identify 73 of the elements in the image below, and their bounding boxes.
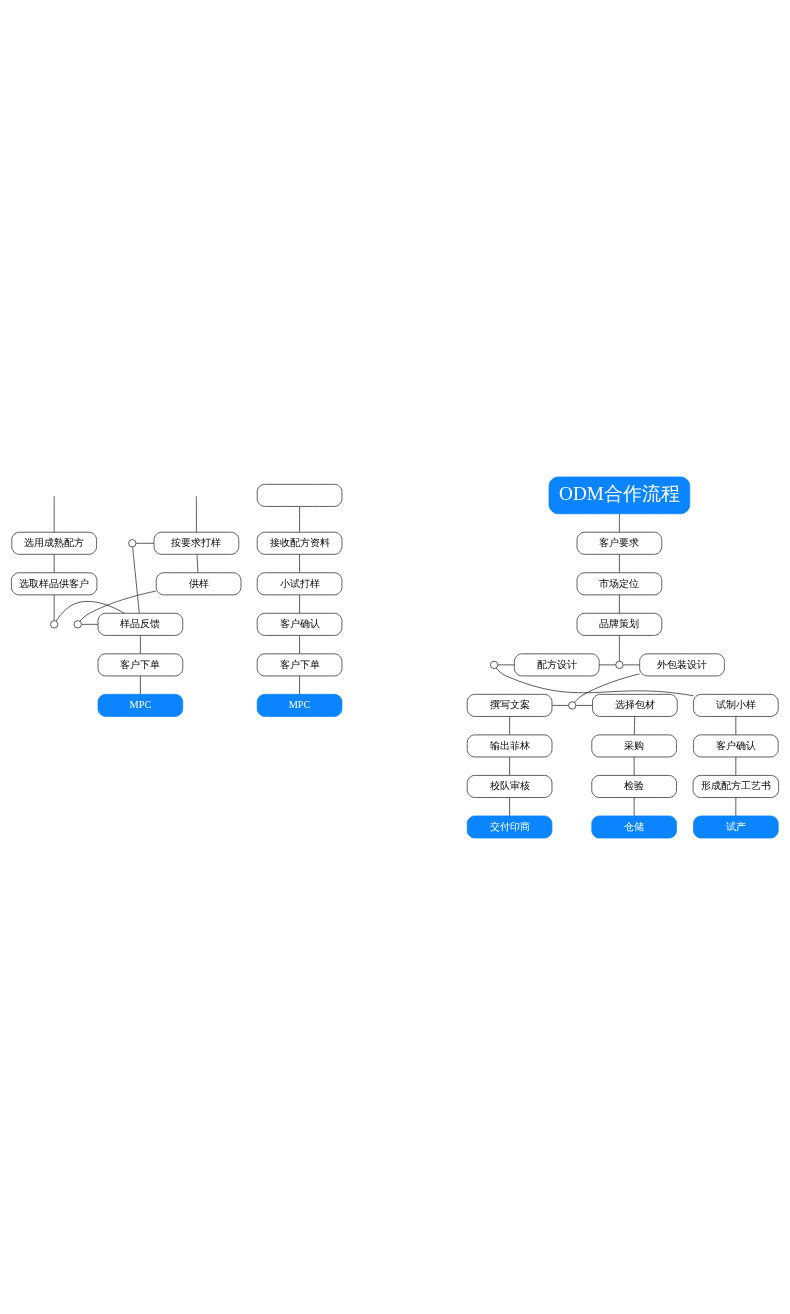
connector xyxy=(140,634,141,654)
node-circle xyxy=(73,619,82,628)
node-box: 交付印商 xyxy=(466,815,553,838)
connector xyxy=(509,756,510,776)
node-box: 检验 xyxy=(591,774,677,798)
connector xyxy=(299,675,300,695)
node-box: 试产 xyxy=(693,815,779,838)
connector xyxy=(619,513,620,532)
node-box: 仓储 xyxy=(591,815,677,838)
node-circle xyxy=(128,538,137,547)
node-circle xyxy=(615,660,624,669)
node-box: MPC xyxy=(256,693,343,717)
node-box: 市场定位 xyxy=(576,571,663,595)
node-box: 客户要求 xyxy=(576,531,663,555)
node-box: MPC xyxy=(97,693,184,717)
connector xyxy=(598,664,616,665)
connector xyxy=(622,664,640,665)
connector xyxy=(574,672,640,703)
connector xyxy=(735,715,737,735)
node-box: 客户下单 xyxy=(97,652,184,676)
node-circle xyxy=(50,619,59,628)
connector xyxy=(619,594,620,613)
connector xyxy=(735,756,737,776)
connector xyxy=(497,664,515,665)
node-box: 客户确认 xyxy=(693,734,779,757)
connector xyxy=(495,667,694,696)
connector xyxy=(299,505,300,532)
connector xyxy=(619,553,620,573)
connector xyxy=(633,715,636,735)
connector xyxy=(633,796,635,816)
node-box: 形成配方工艺书 xyxy=(692,774,779,798)
connector xyxy=(633,756,635,776)
node-box: 输出菲林 xyxy=(466,734,553,757)
node-box: ODM合作流程 xyxy=(548,476,691,514)
node-box: 采购 xyxy=(591,734,677,757)
connector xyxy=(299,553,300,573)
node-circle xyxy=(568,700,577,709)
connector xyxy=(79,590,157,622)
connector xyxy=(619,634,620,661)
connector xyxy=(575,704,593,706)
node-box: 选取样品供客户 xyxy=(11,571,98,595)
connector xyxy=(196,495,197,532)
connector xyxy=(196,553,199,573)
connector xyxy=(509,715,510,735)
node-circle xyxy=(490,660,499,669)
node-box: 样品反馈 xyxy=(97,612,184,636)
node-box: 选用成熟配方 xyxy=(11,531,97,555)
connector xyxy=(509,796,510,816)
node-box: 按要求打样 xyxy=(153,531,240,555)
node-box: 客户下单 xyxy=(256,652,343,676)
node-box: 小试打样 xyxy=(256,571,343,595)
connector xyxy=(735,796,737,816)
connector xyxy=(53,553,55,573)
connector xyxy=(551,704,569,706)
node-box: 配方设计 xyxy=(514,652,600,676)
node-box: 外包装设计 xyxy=(639,652,725,676)
node-box: 客户确认 xyxy=(256,612,343,636)
node-box: 供样 xyxy=(155,571,242,595)
connector xyxy=(299,594,300,613)
node-box xyxy=(256,483,343,507)
connector xyxy=(299,634,300,654)
connector xyxy=(140,675,141,695)
node-box: 品牌策划 xyxy=(576,612,663,636)
node-box: 接收配方资料 xyxy=(256,531,343,555)
connector xyxy=(135,542,155,544)
connector xyxy=(55,600,125,621)
node-box: 校队审核 xyxy=(466,774,553,798)
connector xyxy=(132,546,140,613)
connector xyxy=(81,623,99,625)
connector xyxy=(53,594,55,621)
node-box: 选择包材 xyxy=(592,693,678,717)
node-box: 撰写文案 xyxy=(466,693,553,717)
node-box: 试制小样 xyxy=(693,693,779,717)
